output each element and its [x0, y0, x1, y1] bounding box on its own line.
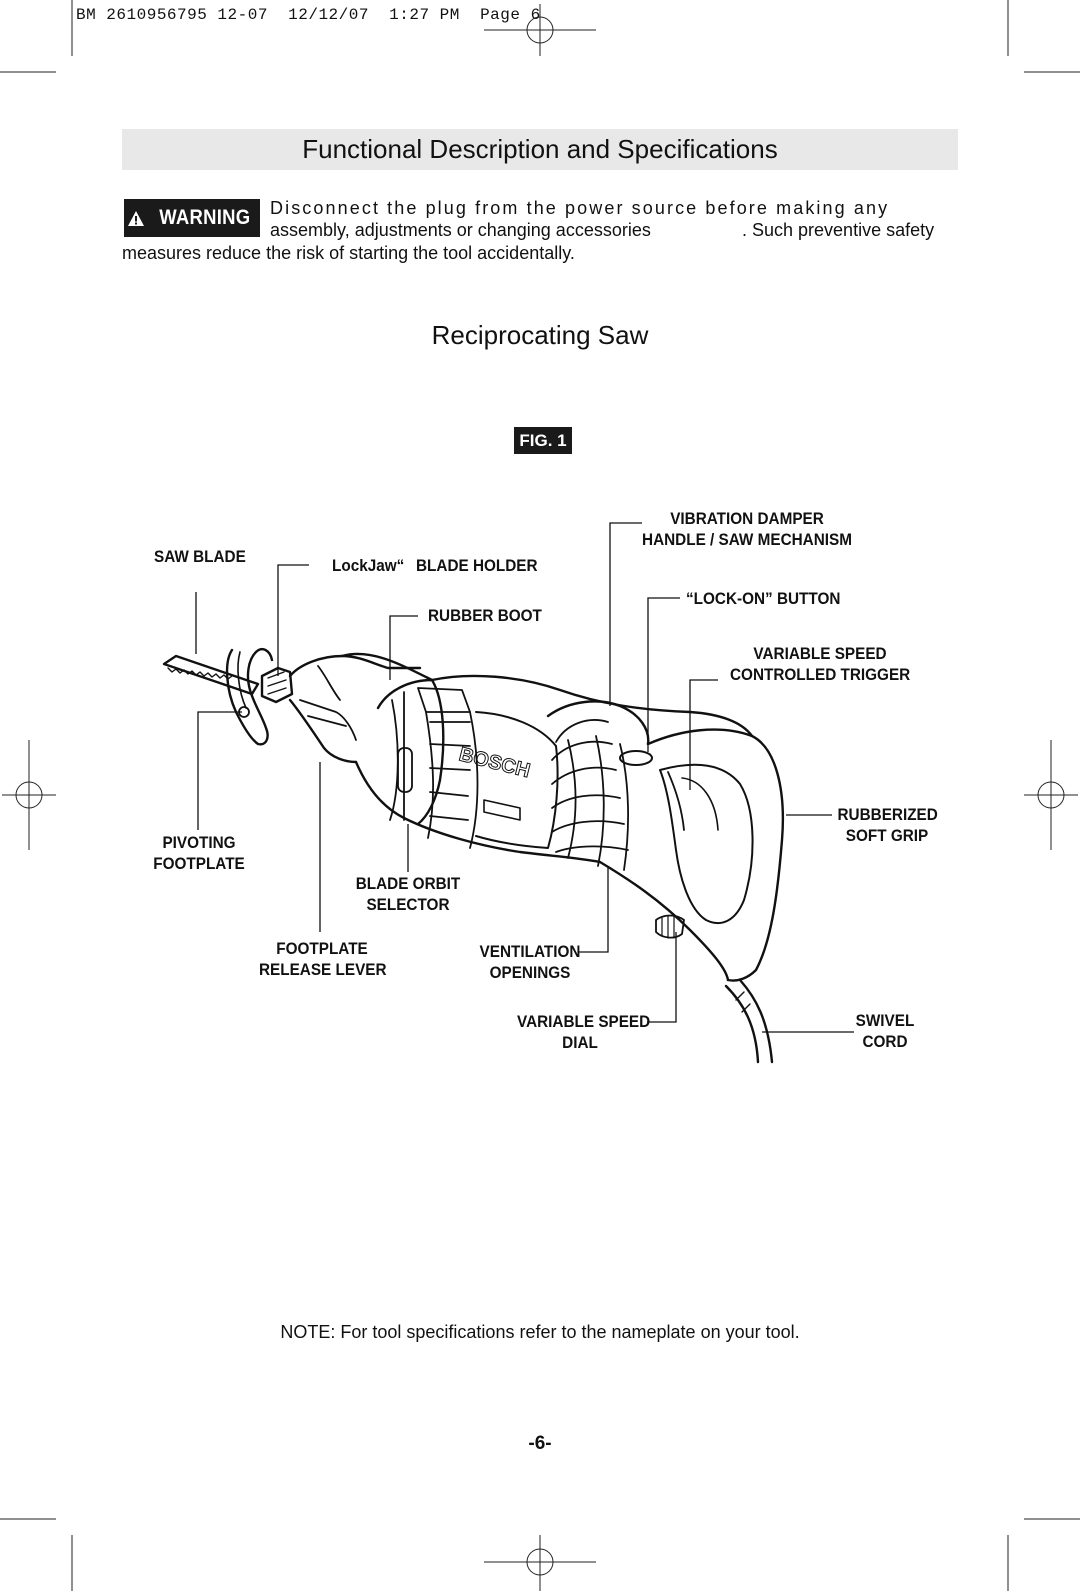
callout-pivoting-line2: FOOTPLATE [153, 854, 245, 873]
callout-lockjaw-brand: LockJaw“ [332, 556, 405, 575]
figure-label: FIG. 1 [514, 427, 572, 454]
callout-grip-line2: SOFT GRIP [845, 826, 929, 845]
callout-variable-speed-trigger: VARIABLE SPEED CONTROLLED TRIGGER [730, 643, 910, 685]
saw-blade-drawing [162, 654, 260, 696]
page-number: -6- [528, 1433, 552, 1454]
tool-name-heading: Reciprocating Saw [431, 320, 649, 350]
callout-lock-on-button: “LOCK-ON” BUTTON [686, 589, 841, 608]
registration-target-bottom [484, 1535, 596, 1591]
callout-blade-orbit-selector: BLADE ORBIT SELECTOR [352, 873, 464, 915]
callout-dial-line1: VARIABLE SPEED [517, 1012, 651, 1031]
callout-trigger-line2: CONTROLLED TRIGGER [730, 665, 911, 684]
callout-pivoting-line1: PIVOTING [162, 833, 236, 852]
registration-target-left [2, 740, 56, 850]
callout-vibration-damper-line1: VIBRATION DAMPER [670, 509, 824, 528]
callout-trigger-line1: VARIABLE SPEED [753, 644, 887, 663]
callout-swivel-cord: SWIVEL CORD [854, 1010, 917, 1052]
leader-pivoting-footplate [197, 711, 242, 830]
leader-speed-dial [647, 932, 677, 1023]
saw-brand-logo: BOSCH [457, 744, 532, 783]
registration-target-top [484, 4, 596, 56]
warning-label: WARNING [159, 206, 251, 229]
callout-ventilation-line2: OPENINGS [489, 963, 571, 982]
callout-cord-line1: SWIVEL [855, 1011, 915, 1030]
callout-dial-line2: DIAL [562, 1033, 598, 1052]
leader-blade-holder [277, 564, 309, 676]
leader-vibration-damper [609, 522, 642, 706]
specifications-note: NOTE: For tool specifications refer to t… [280, 1322, 800, 1342]
warning-text-line2-end: . Such preventive safety [742, 220, 935, 240]
callout-blade-holder: BLADE HOLDER [416, 556, 538, 575]
leader-lock-on [647, 597, 680, 752]
section-title: Functional Description and Specification… [302, 134, 778, 164]
callout-saw-blade: SAW BLADE [154, 547, 246, 566]
callout-variable-speed-dial: VARIABLE SPEED DIAL [517, 1011, 651, 1053]
callout-footplate-release-lever: FOOTPLATE RELEASE LEVER [259, 938, 387, 980]
leader-rubber-boot [389, 615, 418, 680]
callout-pivoting-footplate: PIVOTING FOOTPLATE [150, 832, 249, 874]
callout-grip-line1: RUBBERIZED [837, 805, 938, 824]
registration-target-right [1024, 740, 1078, 850]
callout-vibration-damper: VIBRATION DAMPER HANDLE / SAW MECHANISM [624, 508, 871, 550]
callout-orbit-line1: BLADE ORBIT [355, 874, 461, 893]
callout-release-line2: RELEASE LEVER [259, 960, 387, 979]
warning-triangle-icon [128, 210, 145, 226]
warning-badge: WARNING [124, 199, 260, 237]
callout-ventilation-openings: VENTILATION OPENINGS [476, 941, 584, 983]
section-title-bar: Functional Description and Specification… [122, 129, 958, 170]
callout-cord-line2: CORD [862, 1032, 908, 1051]
callout-rubber-boot: RUBBER BOOT [428, 606, 542, 625]
callout-ventilation-line1: VENTILATION [479, 942, 581, 961]
print-slug-header: BM 2610956795 12-07 12/12/07 1:27 PM Pag… [76, 6, 541, 24]
warning-text-line2: assembly, adjustments or changing access… [270, 220, 651, 240]
callout-orbit-line2: SELECTOR [366, 895, 450, 914]
warning-text-line3: measures reduce the risk of starting the… [122, 243, 575, 263]
callout-rubberized-soft-grip: RUBBERIZED SOFT GRIP [837, 804, 938, 846]
callout-vibration-damper-line2: HANDLE / SAW MECHANISM [642, 530, 852, 549]
leader-ventilation [578, 866, 609, 953]
callout-release-line1: FOOTPLATE [276, 939, 368, 958]
leader-trigger [689, 679, 718, 790]
warning-text-line1: Disconnect the plug from the power sourc… [270, 198, 890, 218]
